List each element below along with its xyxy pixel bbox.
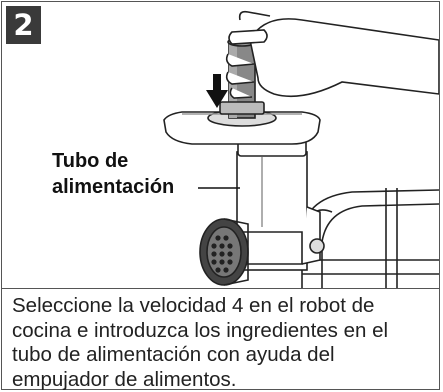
step-illustration: 2 Tubo de alimentación xyxy=(2,2,439,288)
grinding-plate-illustration xyxy=(199,218,249,286)
instruction-caption: Seleccione la velocidad 4 en el robot de… xyxy=(12,294,389,391)
mixer-base-illustration xyxy=(301,188,439,288)
callout-label-line2: alimentación xyxy=(52,176,175,198)
callout-label-line1: Tubo de xyxy=(52,150,129,172)
step-number-badge: 2 xyxy=(6,6,41,44)
grinder-illustration xyxy=(163,10,439,288)
divider xyxy=(2,288,439,289)
feed-tube-callout: Tubo de alimentación xyxy=(52,148,202,200)
down-arrow-icon xyxy=(206,74,228,108)
hand-illustration xyxy=(225,10,439,99)
